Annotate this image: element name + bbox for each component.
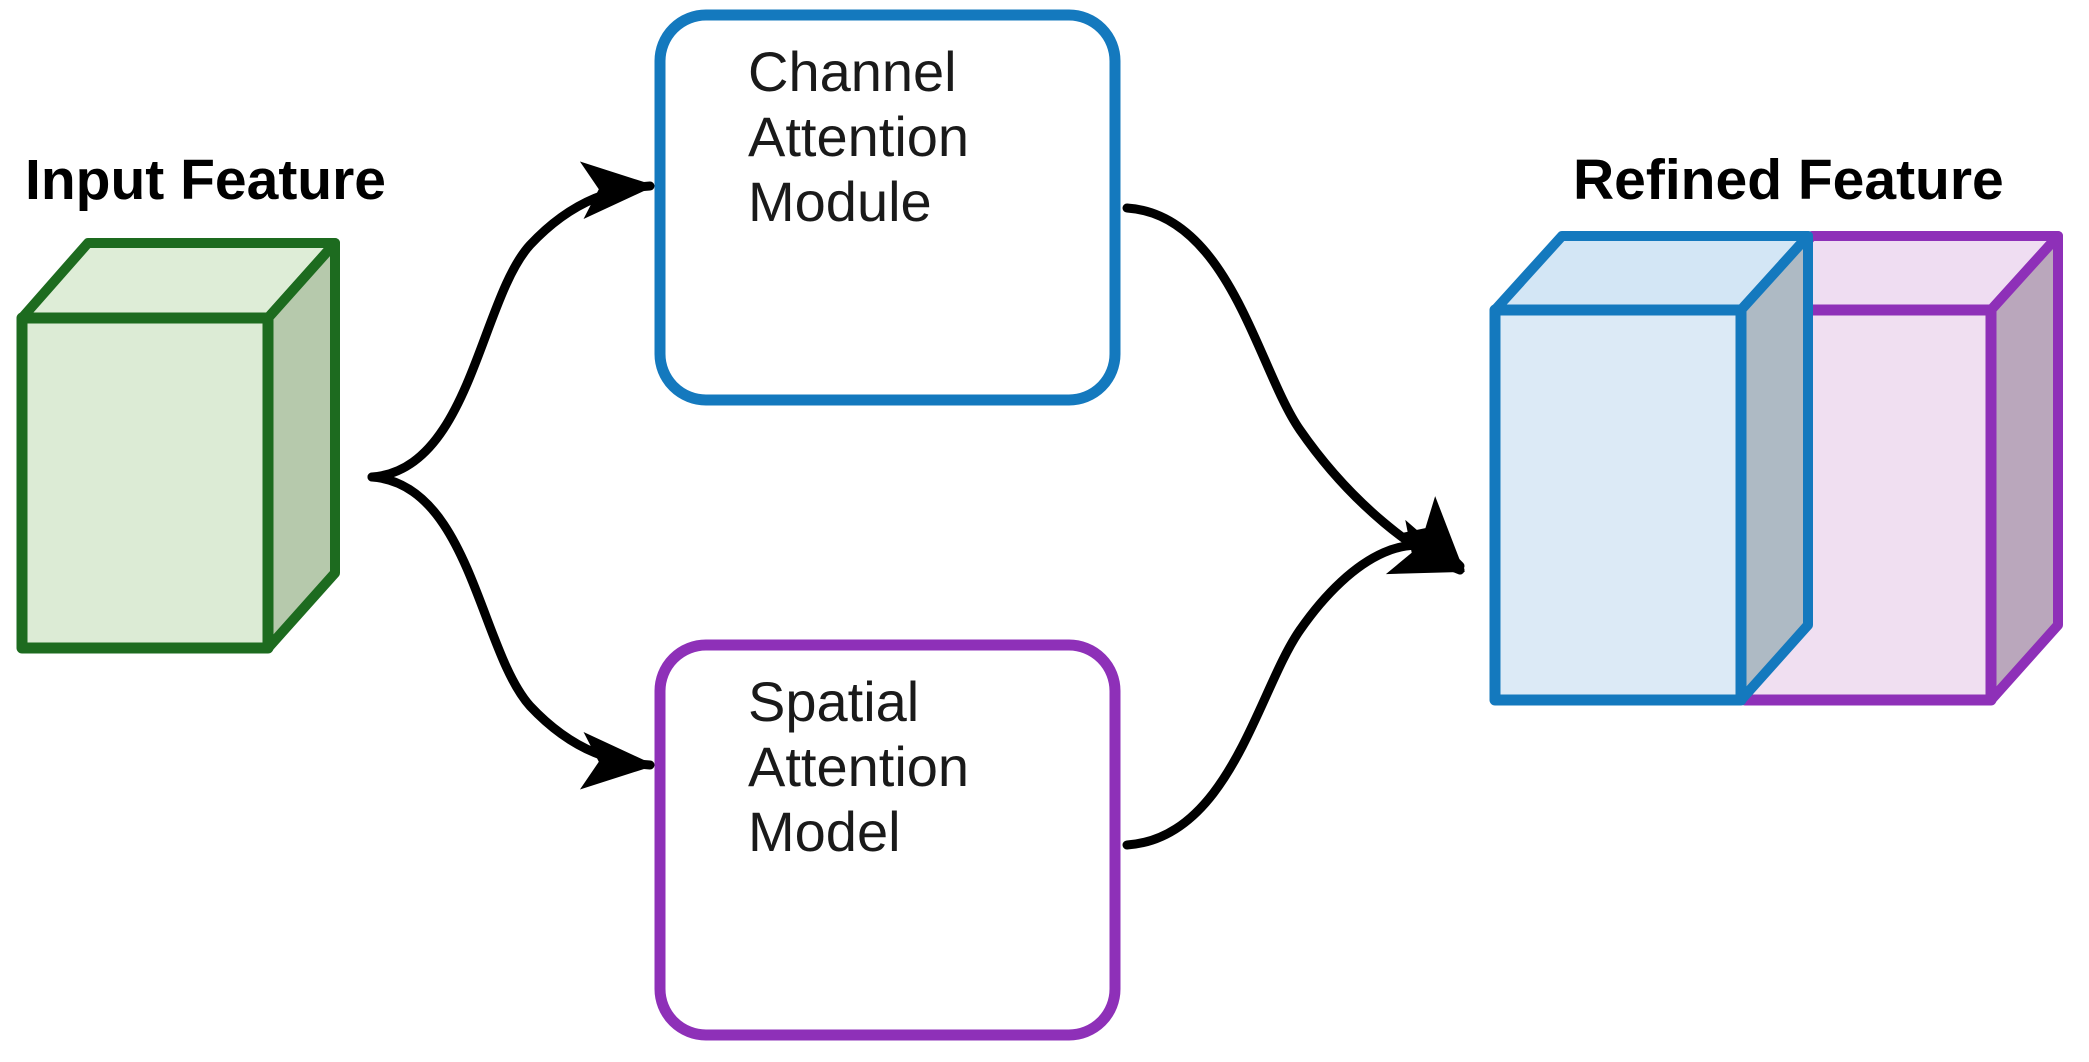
refined-feature-label: Refined Feature [1573, 148, 2004, 212]
input-cube-front-face [16, 312, 274, 654]
refined-cube-channel-front-face [1489, 304, 1747, 706]
refined-cube-spatial-side-face [1986, 231, 2063, 705]
channel-attention-module-label: Channel Attention Module [748, 40, 970, 233]
input-cube-side-face [263, 238, 340, 653]
refined-feature-cube-spatial [1739, 231, 2063, 706]
channel-attention-module-box[interactable] [654, 9, 1121, 406]
arrow-spatial-to-refined [1122, 496, 1465, 850]
refined-feature-cube-channel [1489, 231, 1813, 706]
spatial-attention-model-box[interactable] [654, 639, 1121, 1041]
arrow-channel-to-refined [1122, 203, 1466, 575]
arrow-input-to-spatial [367, 472, 656, 790]
spatial-attention-model-label: Spatial Attention Model [748, 670, 970, 863]
arrow-input-to-channel [367, 161, 656, 482]
connector-group [367, 161, 1466, 850]
refined-cube-channel-side-face [1736, 231, 1813, 705]
input-feature-label: Input Feature [25, 148, 387, 212]
input-feature-cube [16, 238, 340, 654]
